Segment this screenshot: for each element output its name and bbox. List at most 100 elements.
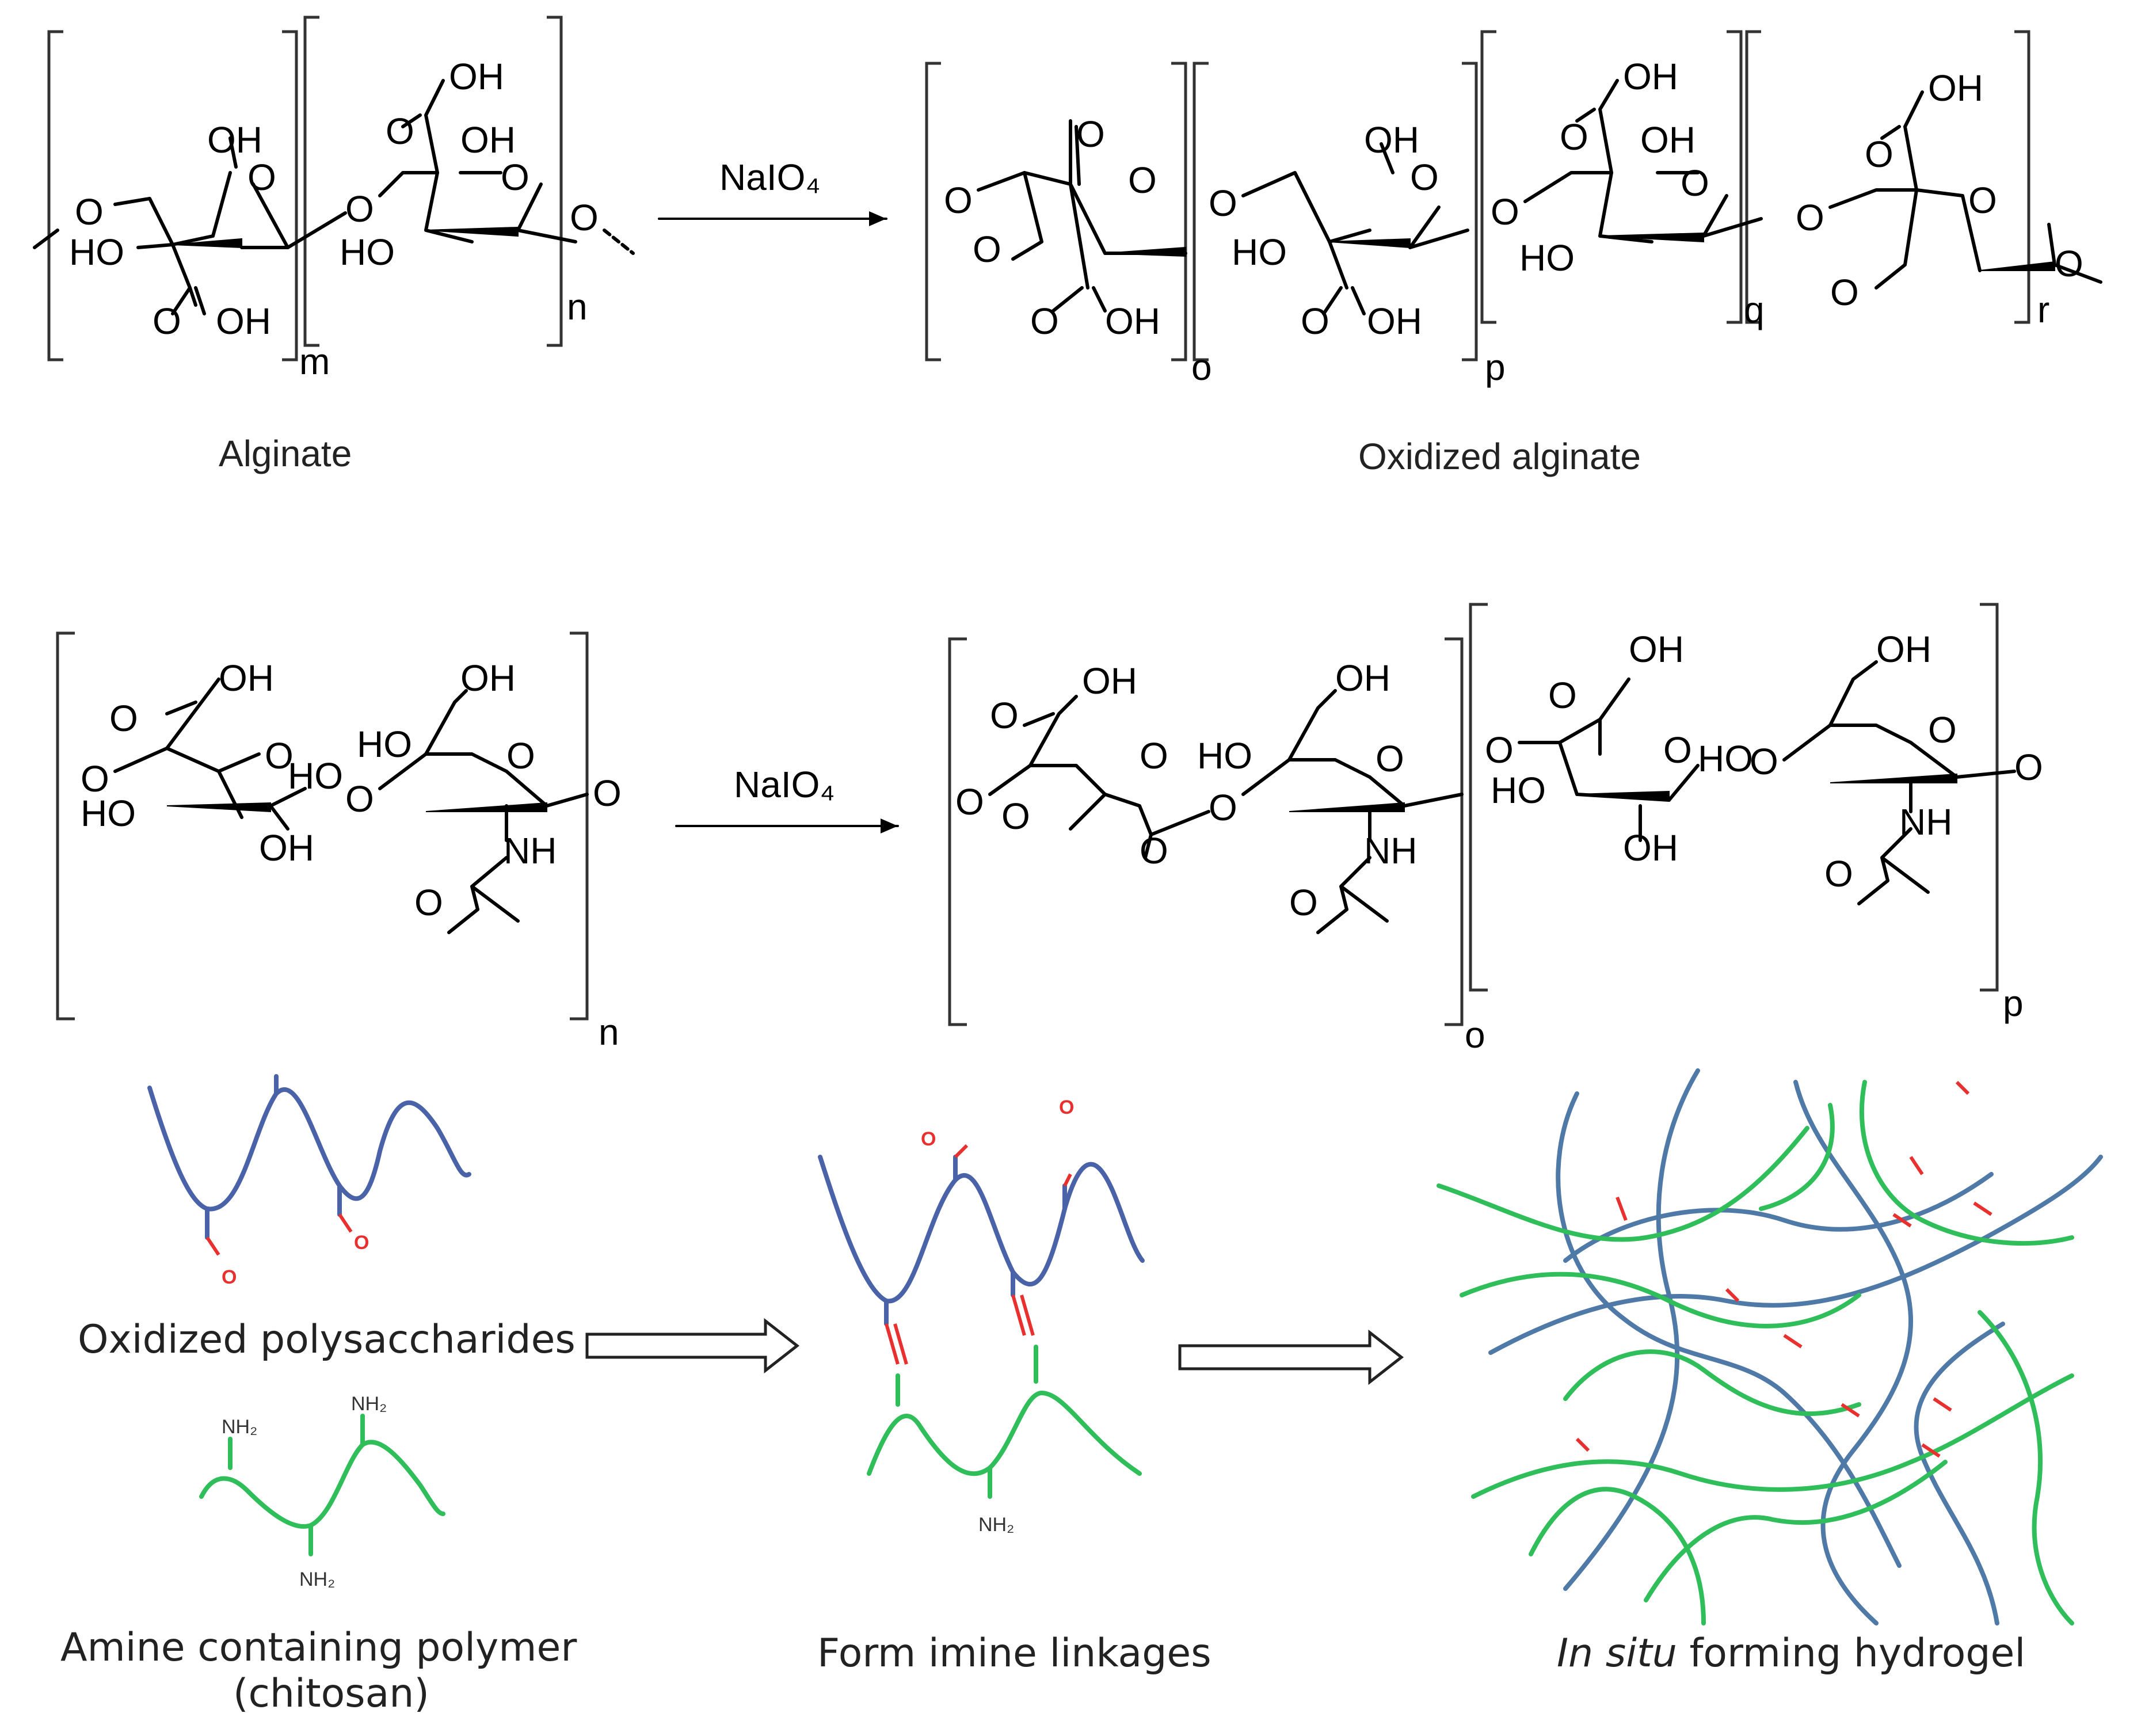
subscript-n: n — [567, 286, 588, 328]
atom-ho: HO — [1197, 735, 1252, 776]
atom-o: O — [75, 191, 104, 233]
atom-o: O — [990, 695, 1019, 736]
atom-o: O — [1548, 675, 1577, 716]
atom-oh: OH — [460, 657, 516, 699]
imine-linkage-chains: O O NH₂ — [818, 1097, 1145, 1536]
oxidized-alginate-label: Oxidized alginate — [1358, 436, 1641, 477]
atom-oh: OH — [216, 300, 271, 342]
atom-ho: HO — [1519, 237, 1575, 279]
atom-o: O — [345, 778, 374, 820]
atom-o: O — [1750, 741, 1778, 782]
process-arrow-2 — [1178, 1329, 1404, 1385]
atom-oh: OH — [1623, 56, 1678, 97]
atom-o: O — [1209, 787, 1237, 828]
atom-o: O — [1140, 830, 1168, 871]
atom-o: O — [1830, 272, 1859, 313]
amine-polymer-label-line1: Amine containing polymer — [60, 1625, 577, 1670]
atom-o: O — [1663, 729, 1692, 771]
atom-o: O — [1968, 180, 1997, 221]
oxidized-hyaluronan-structure: o p O OH O O O O O HO OH O NH O O OH O O… — [948, 603, 2043, 1056]
atom-ho: HO — [81, 793, 136, 834]
subscript-n: n — [599, 1011, 619, 1053]
atom-o: O — [1410, 157, 1439, 198]
amine-polymer-chain: NH₂ NH₂ NH₂ — [199, 1393, 445, 1590]
subscript-o: o — [1465, 1014, 1485, 1056]
amine-nh2: NH₂ — [978, 1514, 1014, 1536]
atom-o: O — [153, 300, 181, 342]
hydrogel-label-rest: forming hydrogel — [1677, 1631, 2025, 1676]
atom-o: O — [109, 698, 138, 739]
alginate-structure: m n O OH O HO O OH O OH O OH O HO O — [33, 16, 635, 382]
imine-linkages-label: Form imine linkages — [817, 1631, 1211, 1676]
atom-o: O — [1289, 882, 1318, 923]
atom-oh: OH — [449, 56, 504, 97]
atom-ho: HO — [357, 724, 412, 765]
imine-crosslink-markers — [1575, 1080, 1992, 1458]
atom-nh: NH — [1899, 801, 1952, 843]
oxidation-arrow-1: NaIO₄ — [658, 157, 887, 226]
oxidation-arrow-2: NaIO₄ — [675, 764, 899, 833]
atom-oh: OH — [219, 657, 274, 699]
atom-o: O — [386, 111, 414, 152]
atom-o: O — [1001, 795, 1030, 837]
atom-o: O — [414, 882, 443, 923]
subscript-p: p — [1485, 347, 1506, 388]
atom-o: O — [593, 772, 622, 814]
atom-o: O — [2014, 747, 2043, 788]
atom-o: O — [973, 229, 1001, 270]
atom-o: O — [1796, 197, 1824, 238]
atom-o: O — [506, 735, 535, 776]
hydrogel-network — [1437, 1068, 2103, 1625]
atom-o: O — [1140, 735, 1168, 776]
atom-oh: OH — [259, 827, 314, 869]
alginate-label: Alginate — [219, 433, 352, 474]
aldehyde-o: O — [1059, 1097, 1074, 1118]
process-arrow-1 — [585, 1318, 800, 1374]
atom-o: O — [1376, 738, 1404, 779]
oxidized-polysaccharides-label: Oxidized polysaccharides — [78, 1317, 576, 1362]
hyaluronan-structure: n O OH O O HO OH HO O HO OH O O NH O — [56, 631, 622, 1053]
aldehyde-o: O — [222, 1266, 237, 1288]
subscript-o: o — [1191, 347, 1212, 388]
atom-o: O — [1491, 191, 1519, 233]
subscript-p: p — [2003, 983, 2024, 1024]
atom-oh: OH — [1105, 300, 1160, 342]
atom-oh: OH — [207, 119, 262, 161]
atom-o: O — [1560, 116, 1588, 158]
amine-nh2: NH₂ — [351, 1393, 387, 1415]
reagent-naio4: NaIO₄ — [734, 764, 835, 805]
hydrogel-label-italic: In situ — [1557, 1631, 1677, 1676]
atom-ho: HO — [69, 231, 124, 273]
atom-o: O — [1128, 159, 1157, 201]
atom-o: O — [247, 157, 276, 198]
atom-o: O — [1681, 162, 1709, 204]
atom-oh: OH — [1623, 827, 1678, 869]
atom-oh: OH — [1335, 657, 1390, 699]
amine-nh2: NH₂ — [222, 1416, 257, 1438]
atom-oh: OH — [1640, 119, 1696, 161]
hydrogel-label: In situ forming hydrogel — [1557, 1631, 2025, 1676]
atom-oh: OH — [1629, 629, 1684, 670]
atom-oh: OH — [1367, 300, 1422, 342]
subscript-r: r — [2037, 289, 2049, 330]
atom-ho: HO — [340, 231, 395, 273]
atom-o: O — [1865, 134, 1893, 175]
atom-ho: HO — [1232, 231, 1287, 273]
atom-o: O — [2055, 243, 2083, 284]
aldehyde-o: O — [921, 1128, 936, 1150]
atom-nh: NH — [504, 830, 557, 871]
atom-oh: OH — [1364, 119, 1419, 161]
amine-polymer-label-line2: (chitosan) — [233, 1671, 429, 1716]
atom-oh: OH — [1876, 629, 1931, 670]
amine-nh2: NH₂ — [299, 1569, 335, 1590]
atom-o: O — [570, 197, 599, 238]
atom-ho: HO — [1491, 770, 1546, 811]
atom-o: O — [1824, 853, 1853, 894]
atom-oh: OH — [1928, 67, 1983, 109]
oxidized-polysaccharide-chain: O O — [147, 1074, 471, 1288]
atom-ho: HO — [288, 755, 343, 797]
oxidized-alginate-structure: o p q r O O O O O OH O OH O HO O OH O O — [925, 30, 2102, 388]
reagent-naio4: NaIO₄ — [719, 157, 821, 198]
atom-o: O — [1301, 300, 1329, 342]
